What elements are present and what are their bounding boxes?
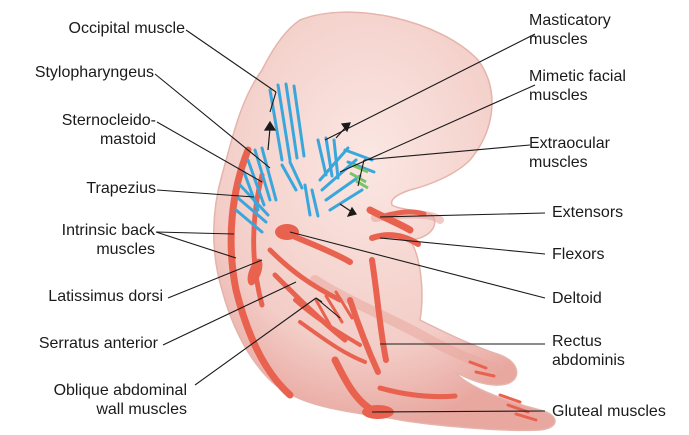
label-flexors: Flexors [552, 245, 604, 264]
label-text: Extensors [552, 203, 623, 222]
label-text: Serratus anterior [39, 334, 158, 353]
label-text: Rectus [552, 332, 625, 351]
deltoid-muscle [275, 224, 299, 240]
label-masticatory-muscles: Masticatory muscles [529, 11, 611, 49]
label-text: Flexors [552, 245, 604, 264]
label-sternocleidomastoid: Sternocleido- mastoid [62, 111, 156, 149]
label-text: Occipital muscle [69, 19, 185, 38]
label-text: Intrinsic back [62, 221, 155, 240]
label-text: Latissimus dorsi [48, 287, 163, 306]
label-text: Mimetic facial [529, 67, 626, 86]
label-text: muscles [529, 86, 626, 105]
label-mimetic-facial-muscles: Mimetic facial muscles [529, 67, 626, 105]
label-text: muscles [62, 240, 155, 259]
label-extraocular-muscles: Extraocular muscles [529, 134, 610, 172]
label-text: Stylopharyngeus [35, 63, 154, 82]
label-gluteal-muscles: Gluteal muscles [552, 402, 666, 421]
label-text: Extraocular [529, 134, 610, 153]
label-deltoid: Deltoid [552, 289, 602, 308]
label-text: Gluteal muscles [552, 402, 666, 421]
label-text: wall muscles [54, 400, 187, 419]
label-text: muscles [529, 153, 610, 172]
label-trapezius: Trapezius [86, 179, 156, 198]
label-text: muscles [529, 30, 611, 49]
label-occipital-muscle: Occipital muscle [69, 19, 185, 38]
label-extensors: Extensors [552, 203, 623, 222]
label-oblique-abdominal-wall-muscles: Oblique abdominal wall muscles [54, 381, 187, 419]
label-text: Oblique abdominal [54, 381, 187, 400]
label-text: Deltoid [552, 289, 602, 308]
label-stylopharyngeus: Stylopharyngeus [35, 63, 154, 82]
label-text: Masticatory [529, 11, 611, 30]
label-serratus-anterior: Serratus anterior [39, 334, 158, 353]
label-text: Sternocleido- [62, 111, 156, 130]
label-latissimus-dorsi: Latissimus dorsi [48, 287, 163, 306]
label-text: mastoid [62, 130, 156, 149]
label-text: abdominis [552, 351, 625, 370]
label-intrinsic-back-muscles: Intrinsic back muscles [62, 221, 155, 259]
label-rectus-abdominis: Rectus abdominis [552, 332, 625, 370]
label-text: Trapezius [86, 179, 156, 198]
